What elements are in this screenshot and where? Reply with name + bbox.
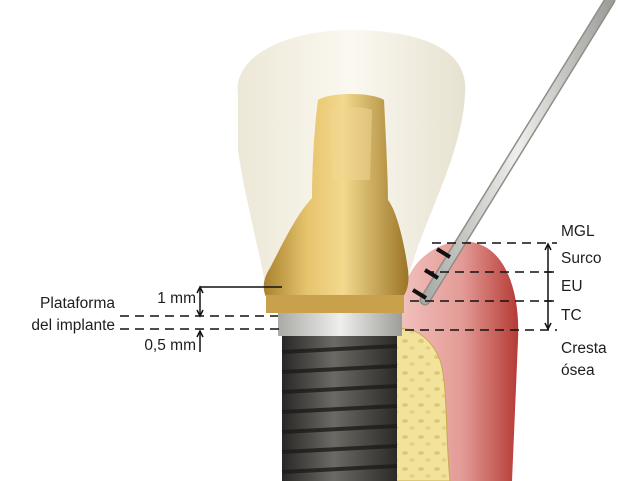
implant-body bbox=[282, 335, 397, 481]
left-brackets bbox=[197, 287, 203, 352]
tc-label: TC bbox=[561, 307, 582, 325]
surco-label: Surco bbox=[561, 250, 602, 268]
mgl-label: MGL bbox=[561, 223, 595, 241]
right-bracket bbox=[544, 244, 552, 329]
eu-label: EU bbox=[561, 278, 583, 296]
half-mm-label: 0,5 mm bbox=[100, 337, 196, 355]
cresta-label-line2: ósea bbox=[561, 362, 595, 380]
plataforma-label-line1: Plataforma bbox=[0, 295, 115, 313]
plataforma-label-line2: del implante bbox=[0, 317, 115, 335]
implant-collar bbox=[278, 312, 402, 336]
one-mm-label: 1 mm bbox=[100, 290, 196, 308]
abutment-base bbox=[266, 295, 404, 313]
cresta-label-line1: Cresta bbox=[561, 340, 607, 358]
